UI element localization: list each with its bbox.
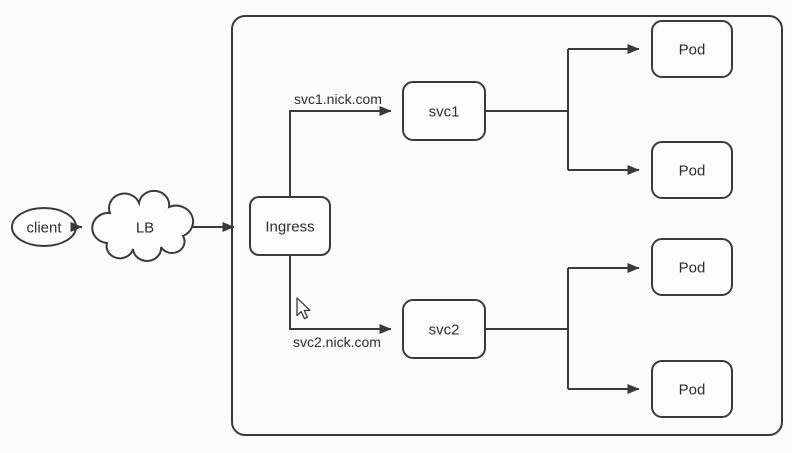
edge-ingress-svc2 (289, 255, 392, 334)
svc1-label: svc1 (429, 104, 460, 121)
node-client: client (11, 207, 77, 247)
client-label: client (26, 220, 62, 237)
node-svc1: svc1 (402, 81, 486, 141)
edge-svc1-pods (485, 44, 640, 175)
node-pod-1: Pod (651, 20, 733, 78)
pod2-label: Pod (679, 163, 706, 180)
pod4-label: Pod (679, 382, 706, 399)
pod4-box (651, 360, 733, 418)
edge-label-svc2-host: svc2.nick.com (293, 334, 381, 350)
node-pod-4: Pod (651, 360, 733, 418)
ingress-label: Ingress (265, 219, 314, 236)
node-ingress: Ingress (249, 196, 331, 256)
pod1-box (651, 20, 733, 78)
edge-label-svc1-host: svc1.nick.com (294, 91, 382, 107)
node-pod-3: Pod (651, 238, 733, 296)
pod2-box (651, 141, 733, 199)
node-svc2: svc2 (402, 299, 486, 359)
edge-svc2-pods (485, 263, 640, 394)
node-lb: LB (91, 189, 195, 262)
node-pod-2: Pod (651, 141, 733, 199)
mouse-cursor-icon (296, 297, 311, 320)
svc2-label: svc2 (429, 322, 460, 339)
cloud-shape-icon (91, 189, 195, 262)
pod3-box (651, 238, 733, 296)
pod3-label: Pod (679, 260, 706, 277)
lb-label: LB (136, 220, 154, 237)
edge-ingress-svc1 (289, 106, 392, 197)
pod1-label: Pod (679, 42, 706, 59)
